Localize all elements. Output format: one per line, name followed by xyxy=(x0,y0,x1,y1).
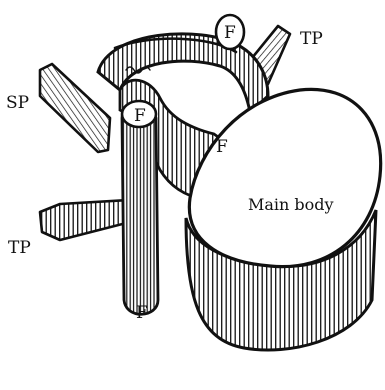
inferior-articular-column xyxy=(122,104,158,315)
label-f-inner: F xyxy=(134,106,146,126)
body-top-face xyxy=(189,89,380,266)
spinous-process xyxy=(40,64,110,152)
label-main-body: Main body xyxy=(248,195,334,214)
label-tp-top: TP xyxy=(300,29,323,49)
label-f-bottom: F xyxy=(136,303,148,323)
label-f-top: F xyxy=(224,23,236,43)
label-f-mid: F xyxy=(216,137,228,157)
label-sp: SP xyxy=(6,93,29,113)
label-tp-left: TP xyxy=(8,238,31,258)
